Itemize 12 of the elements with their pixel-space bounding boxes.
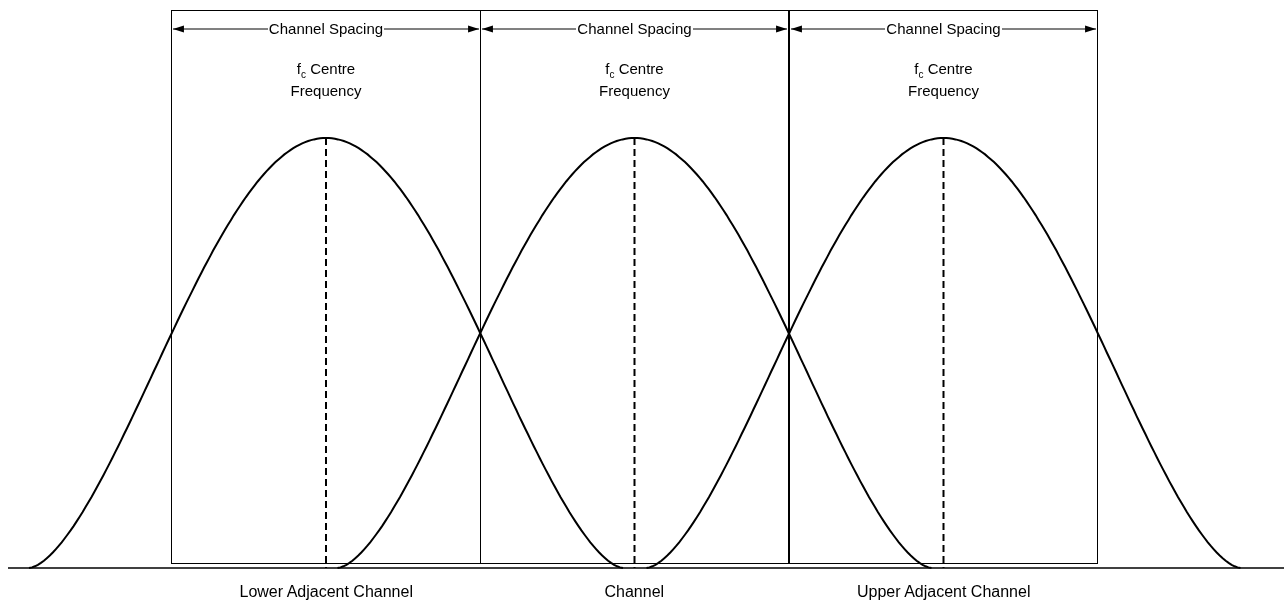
centre-frequency-label: f$_{c}$ Centre Frequency	[598, 61, 671, 99]
channel-box	[789, 10, 1098, 564]
dimension-label: Channel Spacing	[267, 20, 385, 37]
centre-frequency-label: f$_{c}$ Centre Frequency	[289, 61, 363, 99]
channel-label: Channel	[604, 583, 665, 601]
channel-box	[480, 10, 789, 564]
centre-frequency-label: f$_{c}$ Centre Frequency	[907, 61, 980, 99]
dimension-label: Channel Spacing	[576, 20, 693, 37]
channel-label: Lower Adjacent Channel	[239, 583, 413, 601]
dimension-label: Channel Spacing	[885, 20, 1002, 37]
channel-box	[171, 10, 481, 564]
channel-label: Upper Adjacent Channel	[857, 583, 1031, 601]
